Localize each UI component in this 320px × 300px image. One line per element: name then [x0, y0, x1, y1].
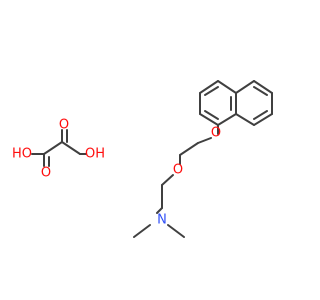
chemical-structure: O O N HO OH O O	[12, 80, 273, 238]
naphthalene-ring	[199, 80, 273, 126]
aryl-ether-oxygen-label: O	[211, 126, 221, 141]
oxalic-carbonyl-bottom-label: O	[41, 166, 51, 181]
oxalic-hydroxyl-right-label: OH	[85, 147, 105, 162]
oxalic-hydroxyl-left-label: HO	[12, 147, 32, 162]
amine-nitrogen-label: N	[157, 213, 167, 228]
ether-chain	[133, 124, 219, 238]
oxalic-acid	[31, 129, 87, 167]
oxalic-carbonyl-top-label: O	[59, 118, 69, 133]
mid-ether-oxygen-label: O	[173, 163, 183, 178]
